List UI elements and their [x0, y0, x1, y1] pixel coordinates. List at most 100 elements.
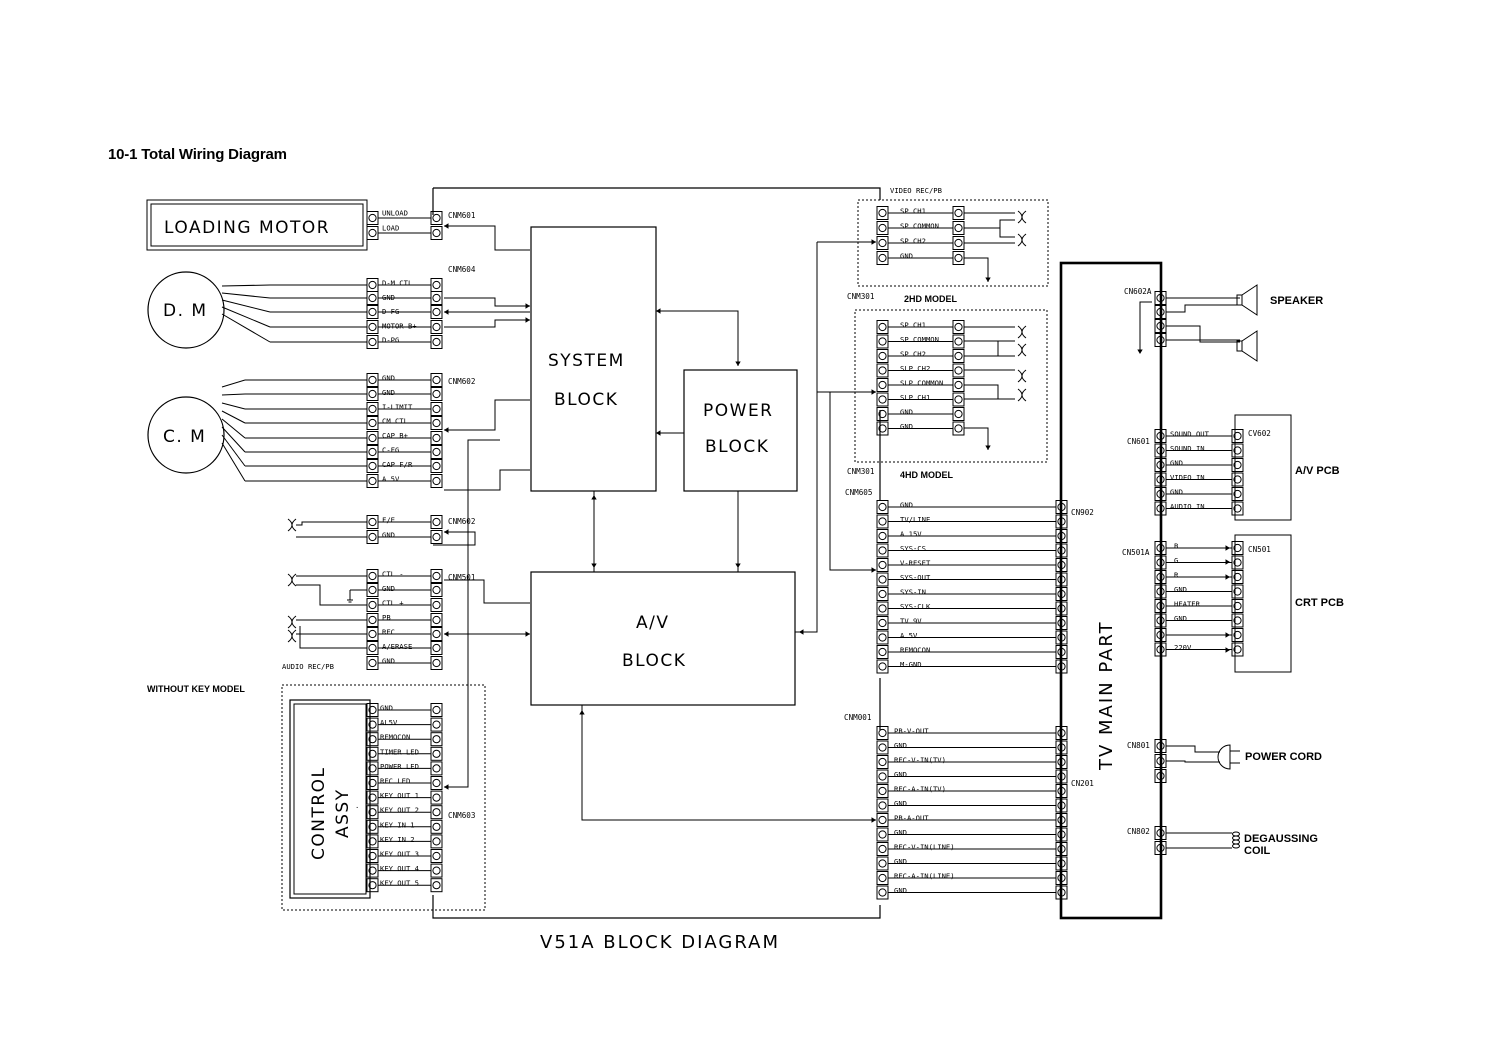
pin-terminal — [952, 363, 965, 378]
wire — [964, 427, 989, 450]
cnm602a-pin-label: GND — [382, 374, 395, 383]
pin-hole — [1156, 335, 1165, 345]
arrow-head — [525, 631, 530, 637]
pin-terminal — [430, 819, 443, 834]
wire — [221, 299, 271, 313]
pin-terminal — [430, 335, 443, 349]
pin-hole — [878, 502, 887, 512]
cn601-pin-label: GND — [1170, 488, 1183, 497]
arrow-head — [656, 430, 661, 436]
pin-terminal — [952, 206, 965, 220]
cnm603-pin-label: KEY OUT 5 — [380, 879, 419, 888]
arrow-head — [1137, 349, 1143, 354]
pin-terminal — [430, 732, 443, 747]
pin-hole — [432, 866, 441, 875]
wire — [221, 393, 246, 396]
pin-terminal — [366, 703, 379, 717]
wire — [444, 579, 530, 604]
pin-terminal — [366, 291, 379, 305]
pin-hole — [368, 418, 377, 428]
pin-hole — [368, 643, 377, 653]
coil-arc — [291, 615, 297, 629]
head-coil-icon — [287, 518, 297, 532]
degaussing-label-1: DEGAUSSING — [1244, 833, 1318, 845]
cn501a-name: CN501A — [1122, 548, 1150, 557]
cnm603-pin-label: GND — [380, 704, 393, 713]
pin-hole — [1156, 771, 1165, 781]
cn902-name: CN902 — [1071, 508, 1094, 517]
dot-mark: . — [355, 801, 359, 810]
pin-hole — [432, 749, 441, 758]
cn501a-pin-label: GND — [1174, 585, 1187, 594]
pin-hole — [878, 801, 887, 810]
pin-hole — [432, 600, 441, 610]
pin-hole — [1233, 645, 1242, 654]
pin-hole — [878, 662, 887, 671]
cnm001-pin-label: GND — [894, 828, 907, 837]
pin-terminal — [952, 392, 965, 407]
coil-arc — [287, 518, 293, 532]
pin-hole — [368, 337, 377, 347]
coil-arc — [1017, 388, 1023, 402]
audio-recpb-label: AUDIO REC/PB — [282, 662, 334, 671]
pin-hole — [878, 560, 887, 570]
coil-arc — [1021, 210, 1027, 224]
cnm604-pin-label: D-M CTL — [382, 279, 412, 288]
pin-hole — [1156, 601, 1165, 611]
wire — [1166, 325, 1240, 343]
pin-terminal — [876, 221, 889, 235]
pin-terminal — [1231, 584, 1244, 599]
arrow-head — [525, 303, 530, 309]
wire — [444, 399, 530, 431]
cn501a-pin-label: 220V — [1174, 643, 1192, 652]
cnm605-pin-label: TV/LINE — [900, 515, 930, 524]
pin-hole — [954, 351, 963, 361]
pin-terminal — [952, 221, 965, 235]
cnm001-pin-label: GND — [894, 770, 907, 779]
coil-arc — [1021, 388, 1027, 402]
degaussing-coil-icon — [1232, 831, 1240, 849]
pin-terminal — [876, 407, 889, 421]
model-4hd-region — [854, 309, 1048, 463]
pin-hole — [432, 808, 441, 817]
pin-hole — [368, 307, 377, 317]
wire — [1166, 304, 1240, 313]
pin-hole — [368, 532, 377, 542]
wire — [656, 310, 739, 366]
pin-terminal — [876, 871, 889, 885]
cnm301b-pin-label: GND — [900, 422, 913, 431]
pin-terminal — [366, 445, 379, 459]
pin-terminal — [876, 856, 889, 871]
pin-terminal — [366, 226, 379, 240]
pin-terminal — [430, 459, 443, 473]
cnm602a-pin-label: A 5V — [382, 474, 400, 483]
cnm602b-name: CNM602 — [448, 517, 475, 526]
cnm601a-pin-label: UNLOAD — [382, 209, 408, 218]
pin-hole — [1156, 741, 1165, 751]
cnm301b-pin-label: SP COMMON — [900, 335, 939, 344]
pin-hole — [432, 418, 441, 428]
arrow-head — [735, 361, 741, 366]
pin-terminal — [430, 627, 443, 641]
arrow-head — [591, 495, 597, 500]
pin-terminal — [1231, 501, 1244, 516]
pin-terminal — [430, 641, 443, 655]
pin-terminal — [876, 587, 889, 601]
pin-terminal — [366, 305, 379, 319]
pin-terminal — [952, 334, 965, 349]
wire — [221, 402, 246, 410]
pin-terminal — [430, 746, 443, 761]
cnm301a-pin-label: SP CH1 — [900, 207, 926, 216]
arrow-head — [444, 427, 449, 433]
wire — [999, 228, 1015, 238]
coil-arc — [1021, 325, 1027, 339]
pin-hole — [954, 337, 963, 346]
wire — [221, 306, 271, 328]
pin-hole — [1156, 645, 1165, 654]
pin-frame — [1154, 769, 1167, 783]
head-coil-icon — [287, 629, 297, 643]
pin-terminal — [876, 251, 889, 265]
cn602a-name: CN602A — [1124, 287, 1152, 296]
wire — [221, 284, 271, 287]
cnm301b-pin-label: SLP CH1 — [900, 393, 930, 402]
